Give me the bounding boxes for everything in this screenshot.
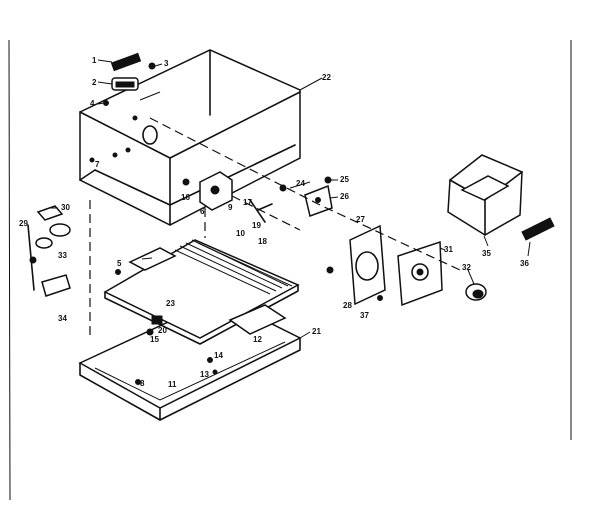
fan-housing xyxy=(326,224,386,306)
callout-24: 24 xyxy=(296,179,305,188)
callout-11: 11 xyxy=(168,380,177,389)
callout-31: 31 xyxy=(444,245,453,254)
callout-15: 15 xyxy=(150,335,159,344)
callout-26: 26 xyxy=(340,192,349,201)
callout-6: 6 xyxy=(200,207,205,216)
scan-edge-line xyxy=(8,39,11,501)
callout-16: 16 xyxy=(181,193,190,202)
callout-19: 19 xyxy=(252,221,261,230)
grille-strip xyxy=(521,217,555,241)
callout-21: 21 xyxy=(312,327,321,336)
callout-9: 9 xyxy=(228,203,233,212)
callout-22: 22 xyxy=(322,73,331,82)
control-knob xyxy=(465,283,487,301)
callout-28: 28 xyxy=(343,301,352,310)
callout-36: 36 xyxy=(520,259,529,268)
callout-4: 4 xyxy=(90,99,95,108)
assembly-guide-lines xyxy=(89,117,461,340)
callout-13: 13 xyxy=(200,370,209,379)
callout-32: 32 xyxy=(462,263,471,272)
compartment-liner xyxy=(79,49,301,226)
shelf-cover xyxy=(103,239,300,345)
callout-2: 2 xyxy=(92,78,97,87)
motor-bracket xyxy=(182,171,287,223)
ice-bucket xyxy=(447,154,523,236)
callout-7: 7 xyxy=(95,160,100,169)
callout-37: 37 xyxy=(360,311,369,320)
callout-25: 25 xyxy=(340,175,349,184)
callout-20: 20 xyxy=(158,326,167,335)
callout-29: 29 xyxy=(19,219,28,228)
callout-12: 12 xyxy=(253,335,262,344)
callout-3: 3 xyxy=(164,59,169,68)
leader-lines xyxy=(50,59,531,339)
callout-10: 10 xyxy=(236,229,245,238)
damper-plate xyxy=(304,176,333,217)
drawer-fasteners xyxy=(115,269,218,385)
callout-18: 18 xyxy=(258,237,267,246)
callout-27: 27 xyxy=(356,215,365,224)
callout-1: 1 xyxy=(92,56,97,65)
hinge-parts xyxy=(27,205,71,297)
callout-33: 33 xyxy=(58,251,67,260)
callout-17: 17 xyxy=(243,198,252,207)
callout-5: 5 xyxy=(117,259,122,268)
callout-35: 35 xyxy=(482,249,491,258)
callout-14: 14 xyxy=(214,351,223,360)
callout-23: 23 xyxy=(166,299,175,308)
callout-8: 8 xyxy=(140,379,145,388)
callout-labels: 1 2 3 4 5 6 7 8 9 10 11 12 13 14 15 16 1… xyxy=(19,56,529,389)
callout-30: 30 xyxy=(61,203,70,212)
fan-cover xyxy=(397,240,443,307)
callout-34: 34 xyxy=(58,314,67,323)
